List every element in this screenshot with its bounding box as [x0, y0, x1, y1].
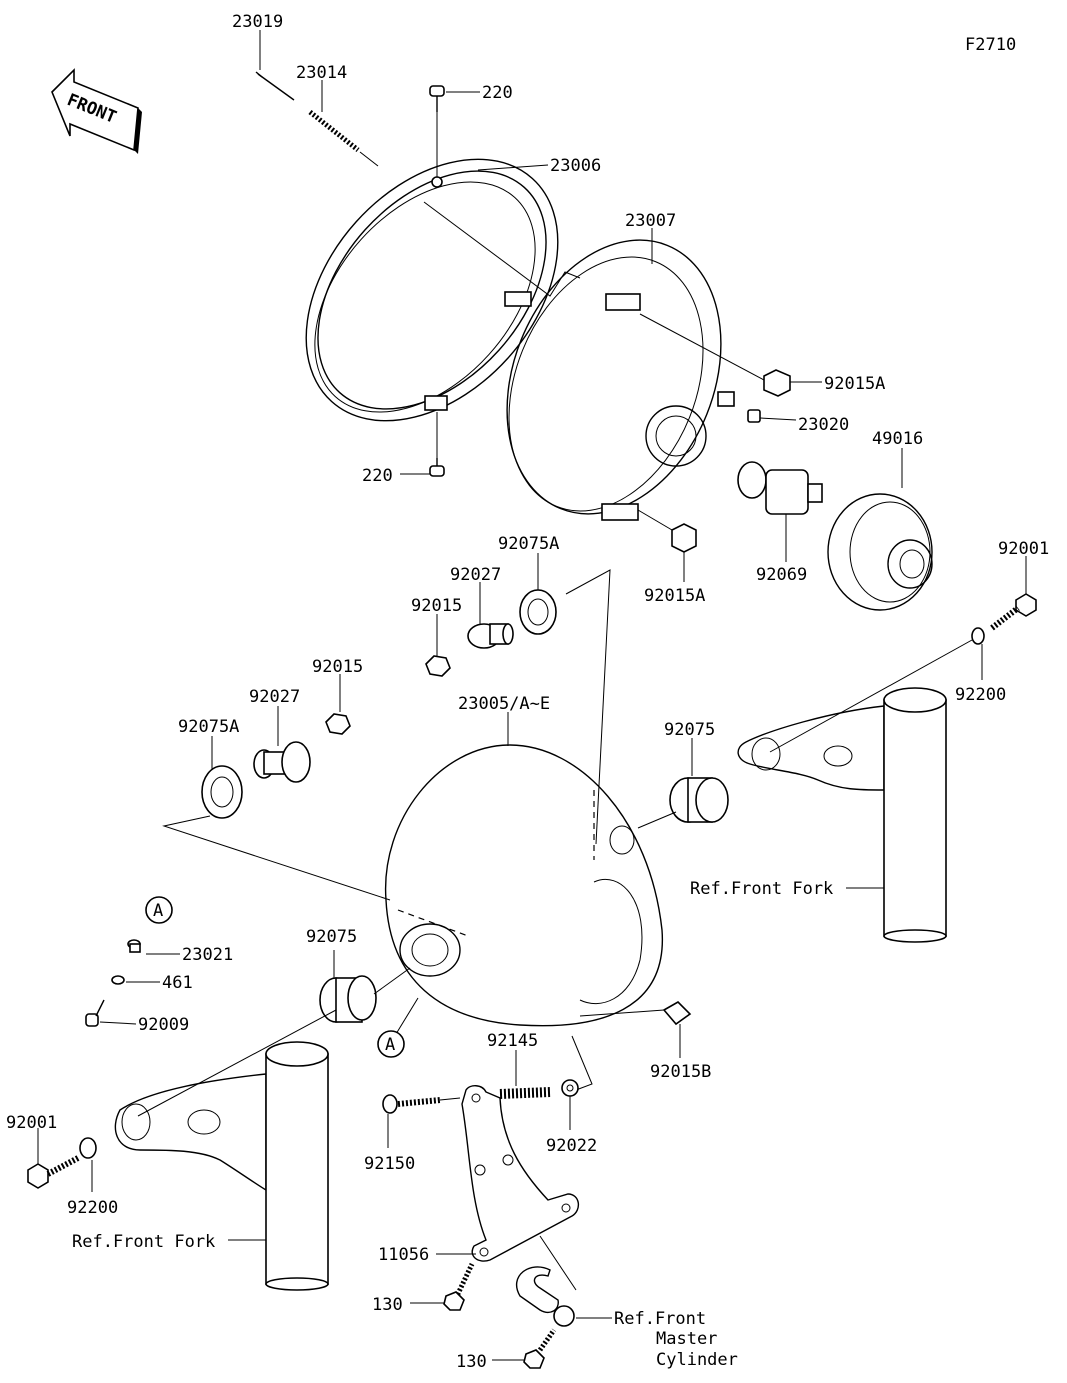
headlight-unit-23007	[506, 239, 735, 521]
screw-220-top	[429, 85, 445, 112]
callout-92027-left: 92027	[249, 687, 300, 707]
part-461	[111, 975, 125, 985]
collar-92027-left	[253, 741, 311, 783]
callout-92001-right: 92001	[998, 539, 1049, 559]
screw-92009	[85, 999, 105, 1027]
right-front-fork	[883, 687, 947, 943]
figure-code: F2710	[965, 35, 1016, 55]
bracket-11056	[461, 1085, 579, 1262]
callout-92015-left: 92015	[312, 657, 363, 677]
grommet-92075A-top	[519, 589, 557, 635]
callout-92009: 92009	[138, 1015, 189, 1035]
callout-92015A-bottom: 92015A	[644, 586, 705, 606]
marker-a-bottom-label: A	[385, 1035, 395, 1055]
callout-92075A-top: 92075A	[498, 534, 559, 554]
headlight-rim-23006	[305, 158, 559, 422]
marker-a-bottom: A	[377, 1030, 405, 1058]
washer-92200-left	[79, 1137, 97, 1159]
callout-92001-left: 92001	[6, 1113, 57, 1133]
callout-92200-right: 92200	[955, 685, 1006, 705]
ref-master-line2: Master	[656, 1329, 717, 1349]
callout-92069: 92069	[756, 565, 807, 585]
callout-92150: 92150	[364, 1154, 415, 1174]
nut-92015A-bottom	[671, 523, 697, 553]
ref-front-fork-left: Ref.Front Fork	[72, 1232, 215, 1252]
callout-11056: 11056	[378, 1245, 429, 1265]
washer-92200-right	[971, 627, 985, 645]
ref-master-line3: Cylinder	[656, 1350, 738, 1370]
ref-front-fork-right: Ref.Front Fork	[690, 879, 833, 899]
cover-49016	[827, 493, 933, 611]
spring-92145	[499, 1087, 551, 1099]
callout-23006: 23006	[550, 156, 601, 176]
callout-92015-top: 92015	[411, 596, 462, 616]
bolt-130-top	[443, 1262, 475, 1311]
bolt-92150	[382, 1094, 441, 1114]
bolt-92001-left	[27, 1155, 80, 1189]
callout-23021: 23021	[182, 945, 233, 965]
grommet-92075A-left	[201, 765, 243, 819]
left-front-fork	[265, 1041, 329, 1291]
marker-a-top-label: A	[153, 901, 163, 921]
callout-92075-left: 92075	[306, 927, 357, 947]
clip-23020	[747, 409, 761, 423]
grommet-92075-right	[669, 777, 729, 823]
callout-92200-left: 92200	[67, 1198, 118, 1218]
bulb-92069	[737, 461, 823, 515]
nut-92015-left	[325, 713, 351, 735]
callout-23007: 23007	[625, 211, 676, 231]
headlight-housing-23005	[384, 744, 663, 1027]
callout-92015B: 92015B	[650, 1062, 711, 1082]
callout-92075-right: 92075	[664, 720, 715, 740]
callout-92075A-left: 92075A	[178, 717, 239, 737]
grommet-92075-left	[319, 975, 377, 1023]
bolt-130-bottom	[523, 1328, 557, 1369]
callout-92022: 92022	[546, 1136, 597, 1156]
callout-23020: 23020	[798, 415, 849, 435]
screw-220-bottom	[429, 458, 445, 477]
spring-23014	[308, 110, 360, 152]
nut-92015A-top	[763, 369, 791, 397]
callout-130-bottom: 130	[456, 1352, 487, 1372]
collar-92027-top	[467, 623, 514, 649]
part-23021	[127, 939, 141, 953]
screw-23019	[255, 71, 295, 101]
callout-23019: 23019	[232, 12, 283, 32]
marker-a-top: A	[145, 896, 173, 924]
nut-92015-top	[425, 655, 451, 677]
callout-92015A-top: 92015A	[824, 374, 885, 394]
callout-220-bottom: 220	[362, 466, 393, 486]
callout-130-top: 130	[372, 1295, 403, 1315]
callout-92145: 92145	[487, 1031, 538, 1051]
callout-220-top: 220	[482, 83, 513, 103]
ref-master-line1: Ref.Front	[614, 1309, 706, 1329]
left-fork-bracket	[114, 1073, 267, 1192]
callout-49016: 49016	[872, 429, 923, 449]
callout-92027-top: 92027	[450, 565, 501, 585]
nut-92015B	[662, 1001, 692, 1026]
callout-23014: 23014	[296, 63, 347, 83]
washer-92022	[561, 1079, 579, 1097]
master-cylinder-clamp	[515, 1266, 575, 1327]
front-arrow-icon: FRONT	[51, 68, 142, 154]
bolt-92001-right	[990, 593, 1037, 631]
callout-23005: 23005/A~E	[458, 694, 550, 714]
right-fork-bracket	[737, 705, 885, 791]
callout-461: 461	[162, 973, 193, 993]
